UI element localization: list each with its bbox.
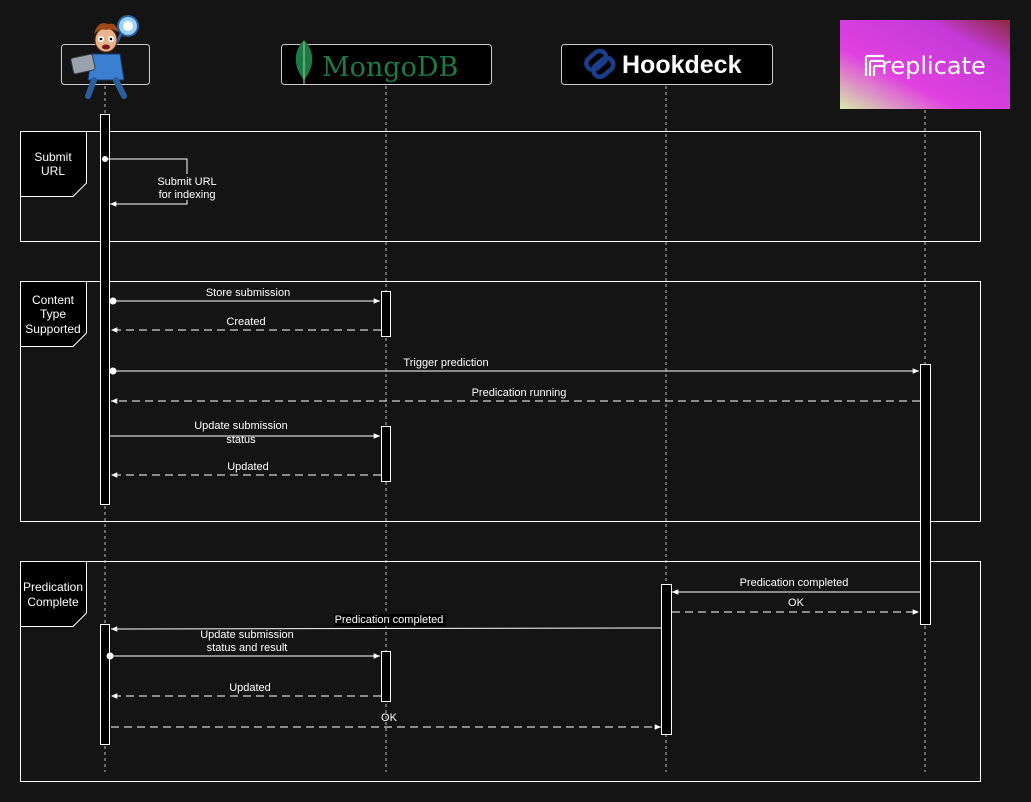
message-update-status: Update submission status	[110, 420, 380, 446]
message-label: Update submission	[194, 420, 288, 432]
replicate-logo-icon	[864, 54, 884, 76]
message-created: Created	[111, 316, 381, 333]
message-label: Trigger prediction	[403, 357, 488, 369]
message-submit-url: Submit URL for indexing	[102, 156, 219, 207]
participant-mongodb: MongoDB	[281, 40, 492, 85]
activation-replicate	[920, 364, 931, 625]
message-updated-1: Updated	[111, 461, 381, 478]
message-prediction-completed-forward: Predication completed	[110, 614, 662, 632]
message-trigger-prediction: Trigger prediction	[109, 357, 919, 375]
message-label: Store submission	[206, 287, 290, 299]
participant-name-replicate: replicate	[881, 52, 986, 80]
activation-hookdeck	[661, 584, 672, 735]
fragment-content-type-supported: Content Type Supported	[20, 281, 981, 522]
message-label: Updated	[229, 682, 271, 694]
fragment-label-line: Submit	[34, 150, 72, 164]
message-updated-2: Updated	[111, 682, 381, 699]
activation-user-1	[100, 114, 110, 505]
mongodb-leaf-icon	[295, 40, 313, 84]
message-update-result: Update submission status and result	[106, 629, 380, 660]
activation-mongodb-1	[381, 291, 391, 337]
participant-hookdeck: Hookdeck	[561, 44, 773, 85]
message-label: Created	[226, 316, 265, 328]
developer-avatar-icon	[70, 15, 139, 99]
fragment-label-line: Predication	[23, 580, 83, 594]
message-label: Predication running	[472, 387, 567, 399]
fragment-prediction-complete: Predication Complete	[20, 561, 981, 782]
messages: Submit URL for indexing Store submission…	[102, 156, 920, 730]
message-label: OK	[788, 597, 805, 609]
activation-bars	[100, 114, 931, 745]
activation-user-2	[100, 624, 110, 745]
message-prediction-running: Predication running	[111, 387, 920, 404]
participant-name-hookdeck: Hookdeck	[622, 51, 742, 79]
message-ok-hookdeck: OK	[111, 712, 661, 730]
message-label: Predication completed	[335, 614, 444, 626]
message-label: for indexing	[159, 189, 216, 201]
message-label: Update submission	[200, 629, 294, 641]
message-ok-replicate: OK	[672, 597, 919, 615]
message-store-submission: Store submission	[109, 287, 380, 305]
hookdeck-link-icon	[584, 48, 616, 80]
message-prediction-completed-webhook: Predication completed	[672, 577, 920, 595]
fragment-label-line: Content	[32, 293, 75, 307]
activation-mongodb-3	[381, 651, 391, 702]
message-label: Updated	[227, 461, 269, 473]
message-label: Predication completed	[740, 577, 849, 589]
fragment-submit-url: Submit URL	[20, 131, 981, 242]
message-label: OK	[381, 712, 398, 724]
activation-mongodb-2	[381, 426, 391, 482]
fragment-label-line: URL	[41, 164, 65, 178]
message-label: status and result	[207, 642, 288, 654]
fragment-label-line: Complete	[27, 595, 79, 609]
fragment-label-line: Supported	[25, 322, 80, 336]
fragment-label-line: Type	[40, 307, 66, 321]
message-label: status	[226, 434, 256, 446]
participant-replicate: replicate	[840, 20, 1010, 109]
participant-user	[61, 15, 150, 99]
message-label: Submit URL	[157, 176, 216, 188]
participant-name-mongodb: MongoDB	[322, 52, 458, 83]
